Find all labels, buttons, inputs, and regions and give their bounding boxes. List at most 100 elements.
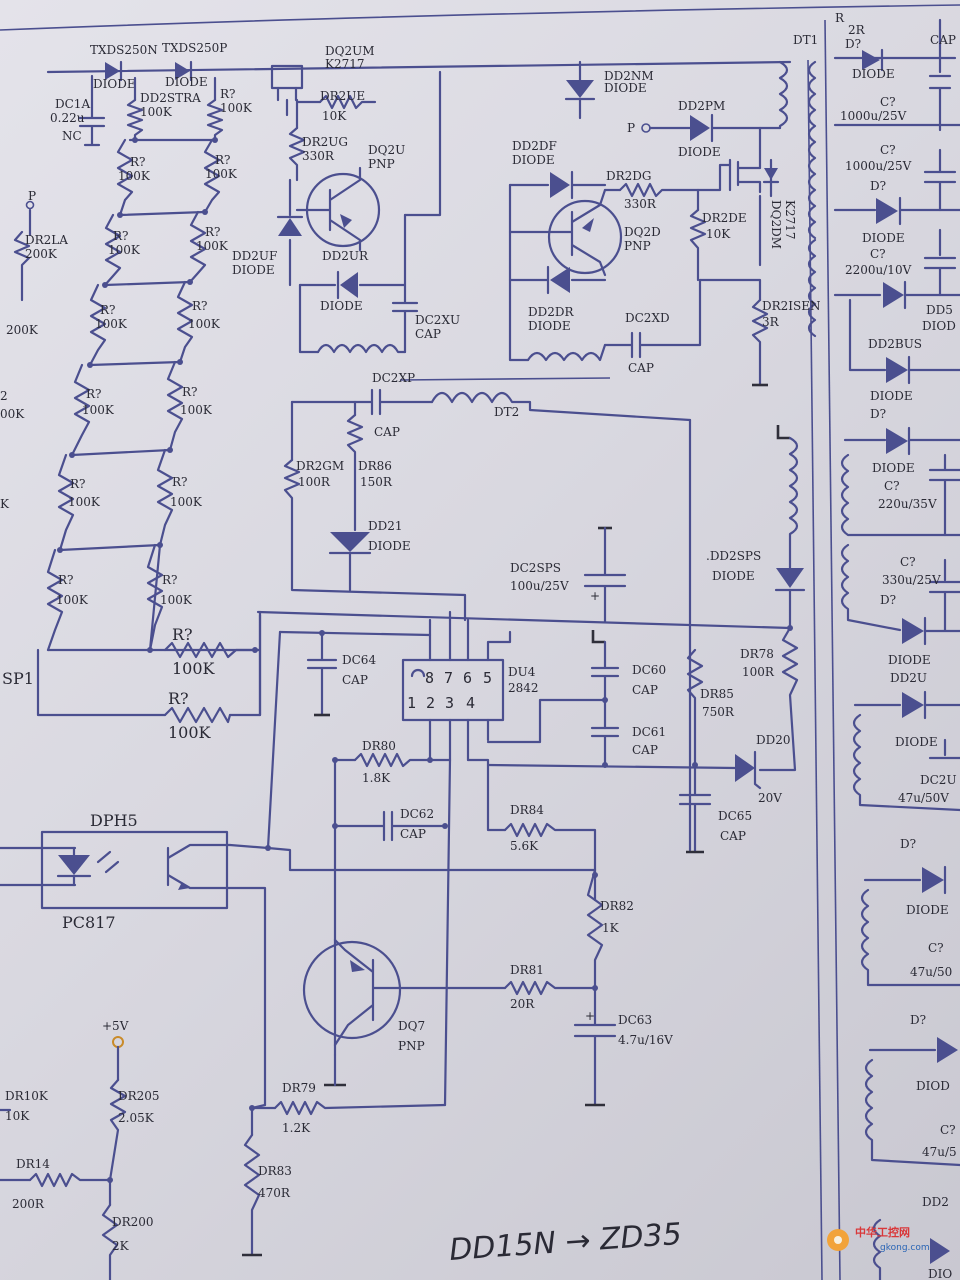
label-dc64-type: CAP: [342, 673, 368, 687]
label-dr2dg-val: 330R: [624, 197, 657, 211]
label-dr2la: DR2LA: [25, 233, 68, 247]
label-dd5t: DIOD: [922, 319, 956, 333]
dr85-resistor: [686, 648, 704, 767]
label-dr2isen: DR2ISEN: [762, 299, 821, 313]
label-dr14-val: 200R: [12, 1197, 45, 1211]
label-dr83-val: 470R: [258, 1186, 291, 1200]
label-r4: R?: [205, 225, 220, 239]
label-p-dd2pm: P: [627, 121, 635, 135]
label-r8: R?: [182, 385, 197, 399]
label-r7: R?: [86, 387, 101, 401]
label-dr200-val: 2K: [112, 1239, 130, 1253]
label-r6: R?: [192, 299, 207, 313]
label-dr85: DR85: [700, 687, 734, 701]
pin-8: 8: [425, 669, 434, 687]
pin-7: 7: [444, 669, 453, 687]
label-diode-b: DIODE: [165, 75, 208, 89]
label-dd20-val: 20V: [758, 791, 782, 805]
label-r11: R?: [58, 573, 73, 587]
label-dr2dg: DR2DG: [606, 169, 652, 183]
pin-5: 5: [483, 669, 492, 687]
label-dc62-type: CAP: [400, 827, 426, 841]
label-dc61: DC61: [632, 725, 666, 739]
pin-6: 6: [463, 669, 472, 687]
label-c5v: 220u/35V: [878, 497, 937, 511]
label-rq-a: R?: [220, 87, 235, 101]
label-dq7-type: PNP: [398, 1039, 425, 1053]
dc2sps-capacitor: [583, 526, 627, 624]
label-dd2sps: .DD2SPS: [706, 549, 761, 563]
label-dr10k-val: 10K: [5, 1109, 30, 1123]
label-dr14: DR14: [16, 1157, 50, 1171]
label-dr2ue: DR2UE: [320, 89, 365, 103]
label-dr80: DR80: [362, 739, 396, 753]
plus5v-divider: [0, 1036, 127, 1280]
dr79-resistor: [249, 1100, 447, 1116]
label-dd21-type: DIODE: [368, 539, 411, 553]
dc1a-capacitor: [78, 74, 106, 147]
label-dq2um: DQ2UM: [325, 44, 375, 58]
label-dr83: DR83: [258, 1164, 292, 1178]
dc65-capacitor: [678, 762, 712, 854]
dd2pm-diode: [641, 113, 782, 143]
label-dd20: DD20: [756, 733, 791, 747]
label-du4: DU4: [508, 665, 536, 679]
dr2isen-resistor: [698, 278, 769, 387]
label-dd2ur-type: DIODE: [320, 299, 363, 313]
label-dr2la-val: 200K: [25, 247, 58, 261]
label-dc2sps-val: 100u/25V: [510, 579, 569, 593]
label-r5v: 100K: [95, 317, 128, 331]
label-d4: D?: [870, 407, 886, 421]
right-column-circuits: [833, 18, 960, 1280]
pc817-output-wires: [225, 630, 597, 1107]
dd2dr-diode: [508, 183, 607, 362]
label-dc1a: DC1A: [55, 97, 90, 111]
label-dq2d-type: PNP: [624, 239, 651, 253]
label-d10t: DIOD: [916, 1079, 950, 1093]
label-dr80-val: 1.8K: [362, 771, 391, 785]
label-dq7: DQ7: [398, 1019, 425, 1033]
label-dd2pm-type: DIODE: [678, 145, 721, 159]
dq2d-winding: [399, 343, 611, 381]
dr86-resistor: [346, 413, 364, 532]
label-rh2v: 100K: [168, 723, 212, 742]
watermark: 中华工控网 gkong.com: [827, 1225, 930, 1253]
label-dd2stra-val: 100K: [140, 105, 173, 119]
label-rc-d: D?: [845, 37, 861, 51]
label-dr82: DR82: [600, 899, 634, 913]
label-dc62: DC62: [400, 807, 434, 821]
label-dc65-type: CAP: [720, 829, 746, 843]
label-c2v: 1000u/25V: [845, 159, 912, 173]
label-dq2u: DQ2U: [368, 143, 405, 157]
label-dc63-val: 4.7u/16V: [618, 1033, 673, 1047]
label-dr2ue-val: 10K: [322, 109, 347, 123]
label-r12v: 100K: [160, 593, 193, 607]
label-dc63: DC63: [618, 1013, 652, 1027]
label-dc65: DC65: [718, 809, 752, 823]
label-dd2nm-type: DIODE: [604, 81, 647, 95]
dq2u-transistor: [295, 166, 381, 252]
label-rc-r: R: [835, 11, 845, 25]
label-dd2bus: DD2BUS: [868, 337, 922, 351]
label-r8v: 100K: [180, 403, 213, 417]
label-d6: D?: [880, 593, 896, 607]
dr82-resistor: [586, 868, 604, 987]
label-dr85-val: 750R: [702, 705, 735, 719]
label-dq2dm: DQ2DM: [769, 200, 783, 249]
label-c9v: 47u/50: [910, 965, 952, 979]
label-c6: C?: [900, 555, 916, 569]
label-dd2u: DD2U: [890, 671, 927, 685]
dr2de-resistor: [689, 188, 707, 282]
label-r1: R?: [130, 155, 145, 169]
pin-3: 3: [445, 694, 454, 712]
dc64-capacitor: [306, 630, 338, 717]
label-r5: R?: [100, 303, 115, 317]
label-dr84-val: 5.6K: [510, 839, 539, 853]
label-rq-a-val: 100K: [220, 101, 253, 115]
label-dph5: DPH5: [90, 811, 138, 830]
label-dc2xp: DC2XP: [372, 371, 415, 385]
label-dr2de-val: 10K: [706, 227, 731, 241]
left-edge-resistor: [13, 200, 35, 302]
